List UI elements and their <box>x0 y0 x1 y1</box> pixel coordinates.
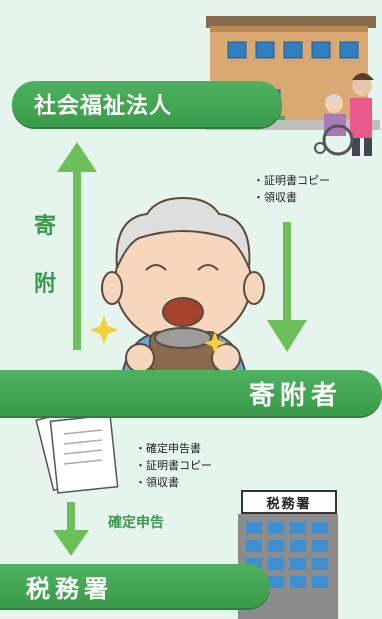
documents-arrow-down <box>267 222 307 352</box>
document-item: ・確定申告書 <box>135 442 201 455</box>
document-item: ・証明書コピー <box>253 174 330 187</box>
node-social-welfare-corporation: 社会福祉法人 <box>12 81 282 127</box>
tax-return-label: 確定申告 <box>108 515 164 531</box>
node-tax-office: 税務署 <box>0 564 270 608</box>
tax-office-sign: 税務署 <box>241 490 337 514</box>
donation-label-1: 寄 <box>34 214 57 239</box>
node-label: 社会福祉法人 <box>34 94 173 119</box>
node-label: 寄附者 <box>248 380 342 411</box>
node-label: 税務署 <box>26 574 113 603</box>
document-item: ・証明書コピー <box>135 459 212 472</box>
donor-to-tax-documents: ・確定申告書 ・証明書コピー ・領収書 <box>135 440 212 491</box>
document-item: ・領収書 <box>135 476 179 489</box>
donation-arrow-up <box>57 142 97 350</box>
node-donor: 寄附者 <box>0 370 382 416</box>
donation-label-2: 附 <box>34 272 57 297</box>
tax-return-arrow-down <box>53 502 89 556</box>
corp-to-donor-documents: ・証明書コピー ・領収書 <box>253 172 330 206</box>
document-item: ・領収書 <box>253 191 297 204</box>
